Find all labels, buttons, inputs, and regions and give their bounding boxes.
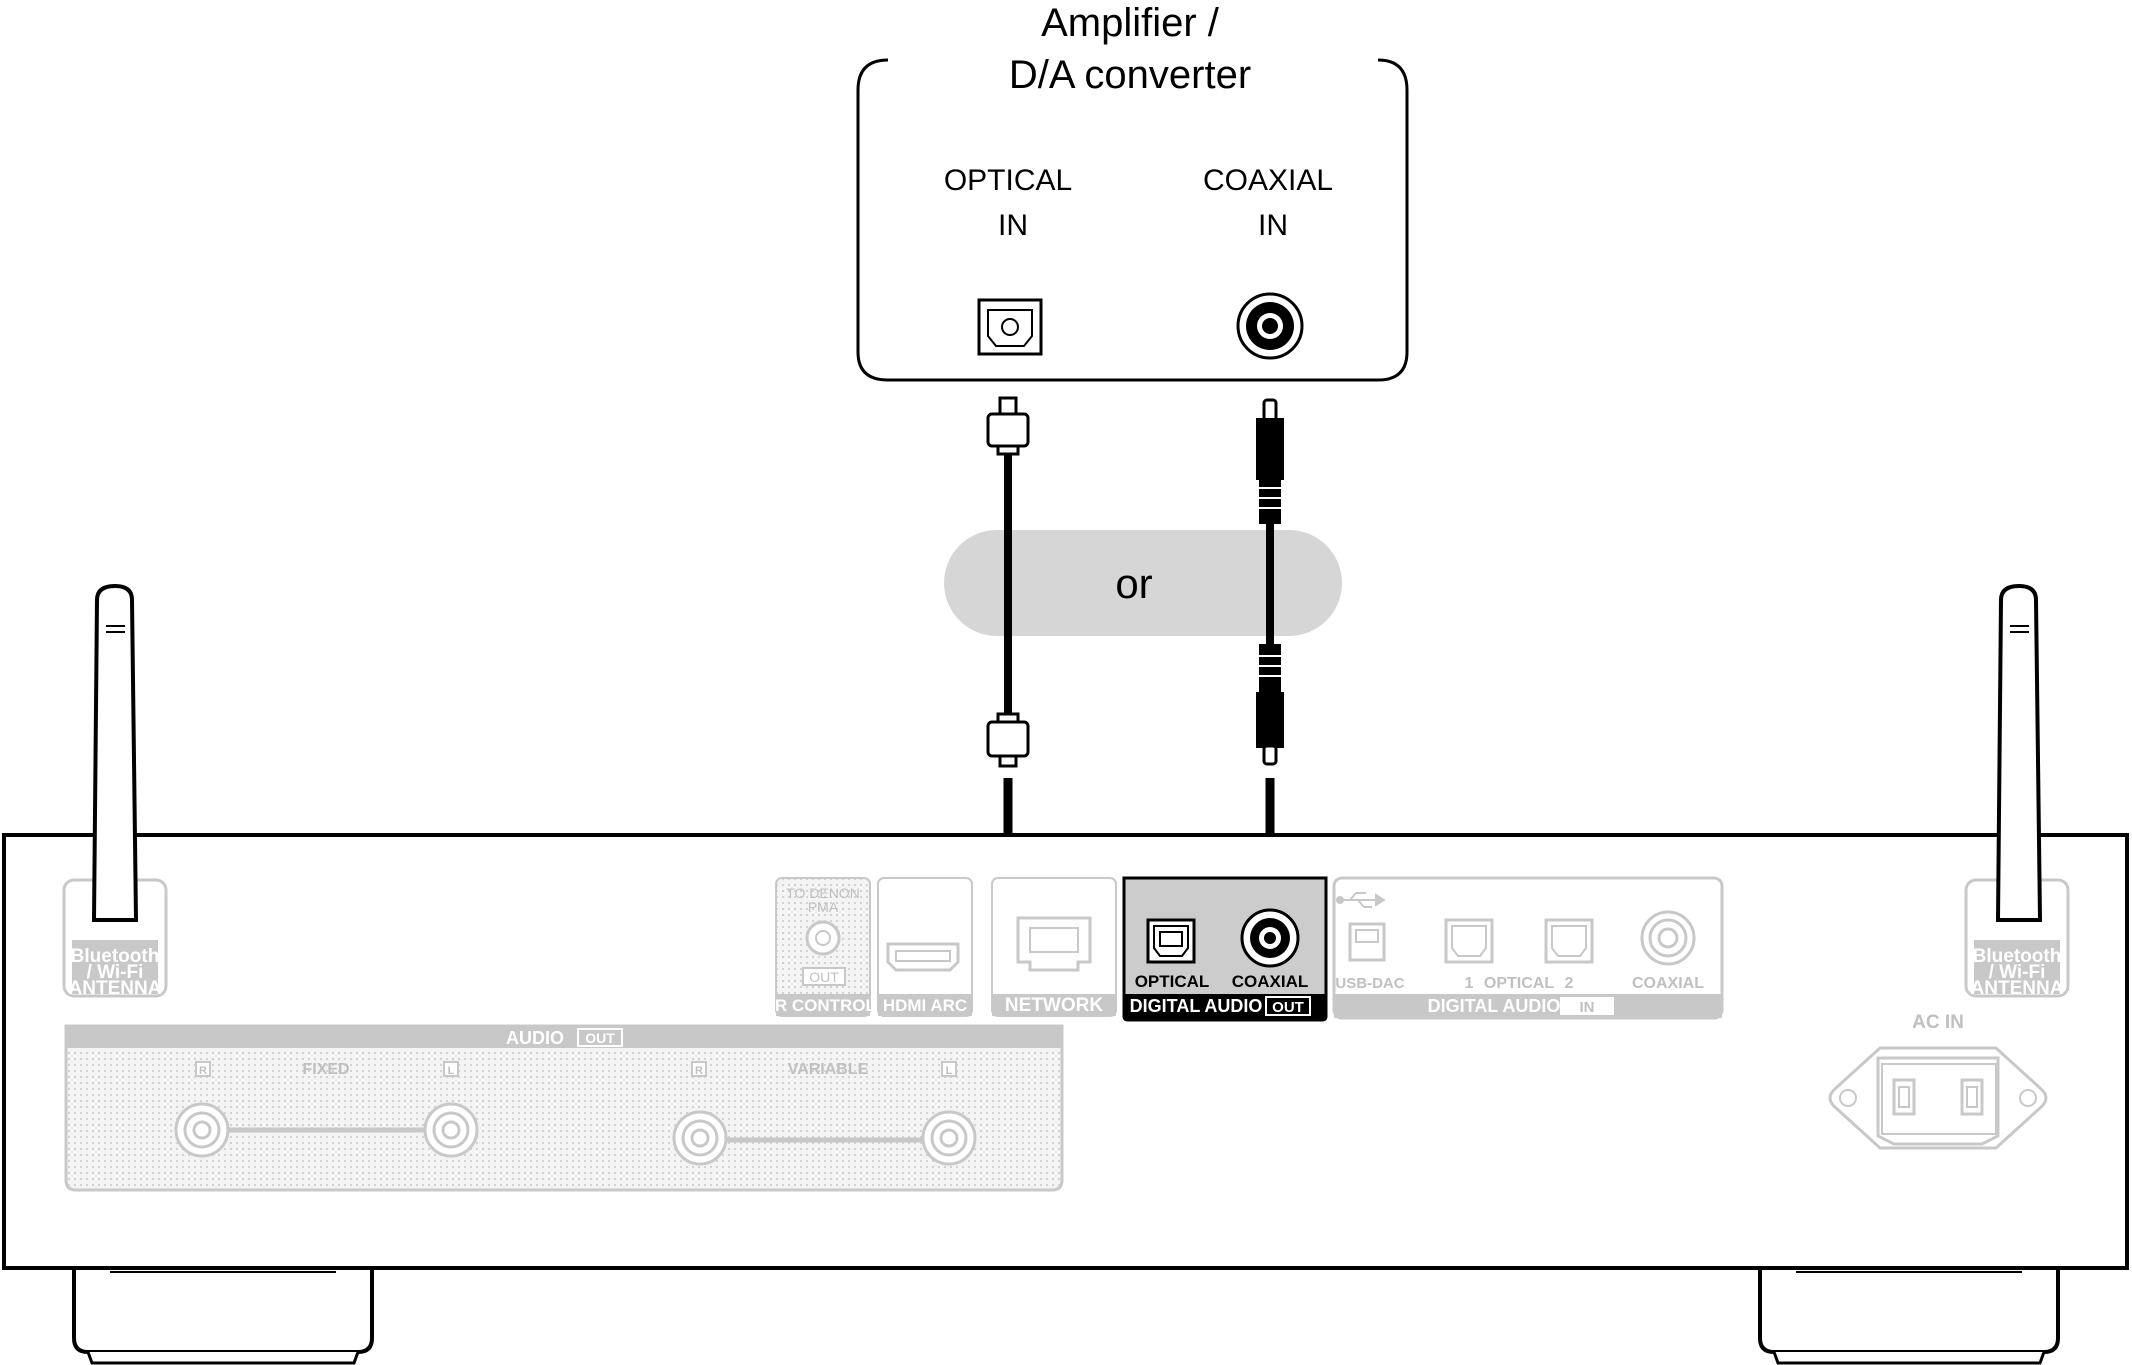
coaxial-in-label-line1: COAXIAL — [1203, 164, 1333, 197]
optical-in-2-jack-icon — [1544, 918, 1594, 964]
ac-inlet-icon — [1828, 1046, 2048, 1150]
coaxial-in-jack-faded-icon — [1640, 910, 1696, 966]
fixed-r-jack-icon — [174, 1102, 230, 1158]
hdmi-connector-icon — [886, 942, 960, 972]
hdmi-arc-label: HDMI ARC — [883, 996, 967, 1015]
optical-in-label-line2: IN — [998, 209, 1028, 242]
audio-out-label: AUDIO — [506, 1028, 564, 1048]
right-antenna-icon: Bluetooth / Wi-Fi ANTENNA — [1964, 583, 2070, 999]
right-antenna-label-line1: Bluetooth — [1973, 946, 2062, 967]
ac-in-port: AC IN — [1828, 1012, 2048, 1150]
fixed-l-jack-icon — [423, 1102, 479, 1158]
fixed-r-marker: R — [199, 1065, 207, 1077]
coaxial-in-label-line2: IN — [1258, 209, 1288, 242]
optical-in-1-jack-icon — [1444, 918, 1494, 964]
left-foot — [72, 1270, 374, 1365]
left-antenna-label-line1: Bluetooth — [71, 946, 160, 967]
variable-r-jack-icon — [672, 1110, 728, 1166]
digital-audio-in-panel: USB-DAC 1 OPTICAL 2 COAXIAL DIGITAL AUDI… — [1332, 876, 1724, 1020]
ir-control-out-badge: OUT — [809, 969, 839, 985]
optical-in-jack-icon — [977, 298, 1043, 356]
coaxial-in-faded-label: COAXIAL — [1632, 975, 1704, 992]
left-antenna-icon: Bluetooth / Wi-Fi ANTENNA — [62, 583, 168, 999]
hdmi-arc-port: HDMI ARC — [877, 877, 973, 1017]
audio-out-badge: OUT — [585, 1030, 615, 1046]
digital-out-optical-label: OPTICAL — [1135, 972, 1210, 991]
ir-control-to-line1: TO DENON — [786, 885, 860, 901]
amplifier-box: Amplifier / D/A converter OPTICAL IN COA… — [856, 1, 1409, 382]
optical-in-label: OPTICAL — [1484, 975, 1554, 992]
ir-control-to-line2: PMA — [808, 899, 839, 915]
ac-in-label: AC IN — [1912, 1012, 1964, 1033]
ir-control-label: IR CONTROL — [770, 996, 876, 1015]
optical-in-1-number: 1 — [1465, 975, 1474, 992]
amplifier-title-line1: Amplifier / — [1041, 1, 1220, 45]
ir-control-port: TO DENON PMA OUT IR CONTROL — [770, 877, 876, 1017]
fixed-l-marker: L — [448, 1065, 455, 1077]
network-label: NETWORK — [1005, 995, 1103, 1016]
left-antenna-label-line2: / Wi-Fi — [87, 962, 144, 983]
or-label: or — [1115, 560, 1152, 607]
coaxial-cable — [1256, 398, 1284, 935]
digital-out-badge: OUT — [1272, 999, 1304, 1016]
right-antenna-label-line2: / Wi-Fi — [1989, 962, 2046, 983]
right-foot — [1758, 1270, 2060, 1365]
ethernet-jack-icon — [1016, 916, 1092, 972]
variable-label: VARIABLE — [788, 1061, 869, 1078]
optical-out-jack-icon — [1146, 918, 1196, 964]
right-antenna-label-line3: ANTENNA — [1971, 978, 2064, 999]
left-antenna-label-line3: ANTENNA — [69, 978, 162, 999]
network-port: NETWORK — [991, 877, 1117, 1017]
optical-in-label-line1: OPTICAL — [944, 164, 1072, 197]
digital-out-coaxial-label: COAXIAL — [1232, 972, 1309, 991]
variable-r-marker: R — [695, 1065, 703, 1077]
or-pill — [944, 530, 1342, 636]
fixed-label: FIXED — [302, 1061, 349, 1078]
variable-l-marker: L — [946, 1065, 953, 1077]
amplifier-title-line2: D/A converter — [1009, 53, 1251, 97]
digital-audio-out-panel: OPTICAL COAXIAL DIGITAL AUDIO OUT — [1122, 876, 1328, 1022]
optical-in-2-number: 2 — [1565, 975, 1574, 992]
coaxial-out-jack-icon — [1240, 908, 1300, 968]
digital-in-badge: IN — [1580, 999, 1595, 1016]
digital-out-label: DIGITAL AUDIO — [1130, 996, 1263, 1016]
usb-icon — [1336, 892, 1386, 908]
usb-dac-label: USB-DAC — [1335, 975, 1404, 992]
audio-out-panel: AUDIO OUT FIXED VARIABLE R L R L — [64, 1024, 1064, 1192]
digital-in-label: DIGITAL AUDIO — [1428, 996, 1561, 1016]
variable-l-jack-icon — [921, 1110, 977, 1166]
coaxial-in-jack-icon — [1236, 292, 1304, 360]
